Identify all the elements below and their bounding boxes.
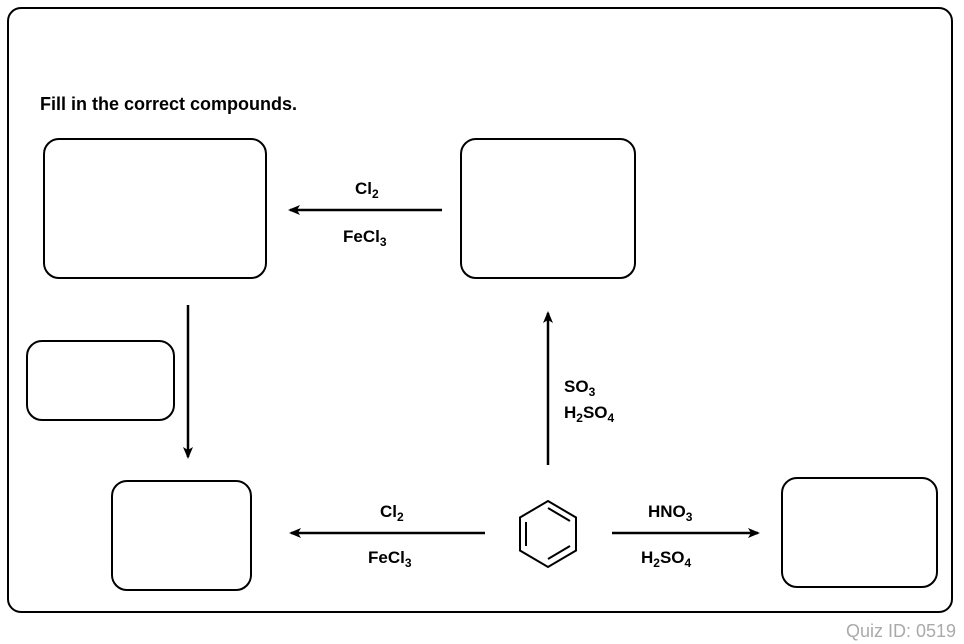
answer-box-bottom-right[interactable] [781, 477, 938, 588]
reagent-fecl3-top: FeCl3 [343, 227, 387, 249]
reagent-so3: SO3 [564, 377, 596, 399]
benzene-structure [519, 499, 577, 569]
reagent-fecl3-bottom: FeCl3 [368, 548, 412, 570]
quiz-id-label: Quiz ID: 0519 [845, 621, 956, 641]
answer-box-reagent[interactable] [26, 340, 175, 421]
reagent-cl2-bottom: Cl2 [380, 502, 404, 524]
quiz-frame [7, 7, 953, 613]
answer-box-top-left[interactable] [43, 138, 267, 279]
reagent-h2so4-sulfonation: H2SO4 [564, 403, 615, 425]
reagent-hno3: HNO3 [648, 502, 693, 524]
reagent-h2so4-nitration: H2SO4 [641, 548, 692, 570]
instruction-text: Fill in the correct compounds. [40, 94, 298, 114]
reagent-cl2-top: Cl2 [355, 179, 379, 201]
answer-box-top-right[interactable] [460, 138, 636, 279]
answer-box-bottom-left[interactable] [111, 480, 252, 591]
